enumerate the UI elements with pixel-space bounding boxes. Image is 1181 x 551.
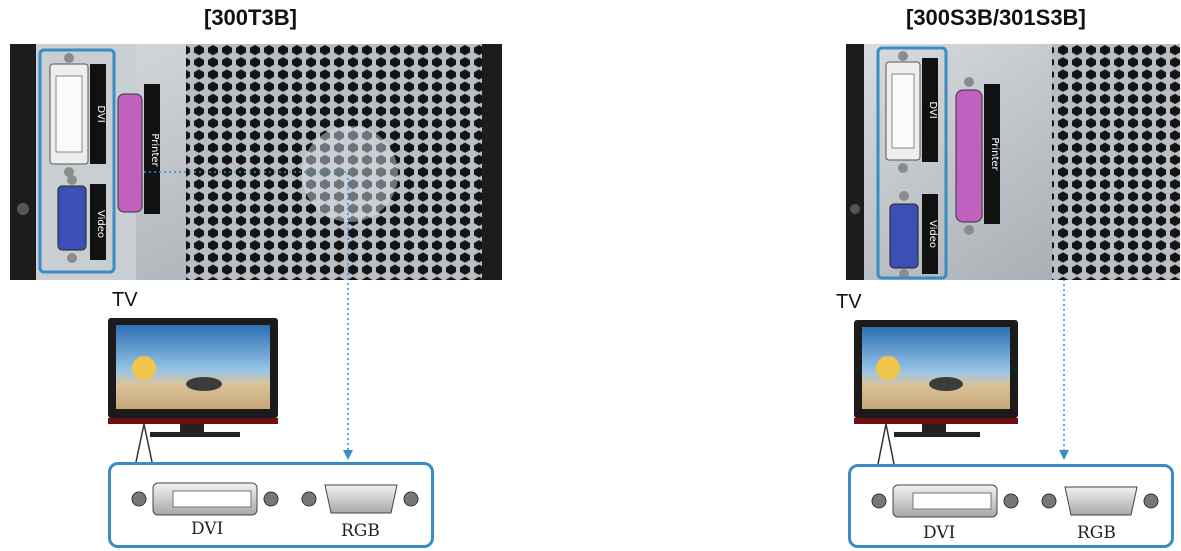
vga-port-icon	[57, 185, 87, 251]
rgb-port-label-left: RGB	[341, 521, 380, 541]
vent-grille	[1052, 44, 1180, 280]
rgb-input-icon	[324, 484, 398, 514]
video-ports-highlight	[876, 46, 948, 280]
rear-panel-photo-left: DVI Video Printer	[10, 44, 502, 280]
rear-printer-label: Printer	[989, 137, 1000, 171]
model-title-right: [300S3B/301S3B]	[906, 5, 1086, 30]
rear-printer-label: Printer	[149, 133, 160, 167]
dvi-port-label-left: DVI	[191, 519, 224, 539]
tv-label-right: TV	[836, 291, 862, 313]
video-ports-highlight	[38, 48, 116, 274]
dvi-port-label-right: DVI	[923, 523, 956, 543]
rear-panel-photo-right: DVI Video Printer	[846, 44, 1180, 280]
rgb-input-icon	[1064, 486, 1138, 516]
printer-port-icon	[117, 93, 143, 213]
screw-icon	[850, 204, 860, 214]
tv-illustration-right	[854, 320, 1018, 465]
tv-input-panel-left: DVI RGB	[108, 462, 434, 548]
tv-illustration-left	[108, 318, 278, 463]
tv-label-left: TV	[112, 289, 138, 311]
rear-dvi-label: DVI	[927, 101, 938, 118]
model-title-left: [300T3B]	[204, 5, 297, 30]
vent-grille	[186, 44, 482, 280]
rear-dvi-label: DVI	[95, 105, 106, 122]
printer-port-icon	[955, 89, 983, 223]
tv-input-panel-right: DVI RGB	[848, 464, 1174, 548]
rear-video-label: Video	[927, 220, 938, 248]
rear-video-label: Video	[95, 210, 106, 238]
screw-icon	[17, 203, 29, 215]
vga-port-icon	[889, 203, 919, 269]
rgb-port-label-right: RGB	[1077, 523, 1116, 543]
